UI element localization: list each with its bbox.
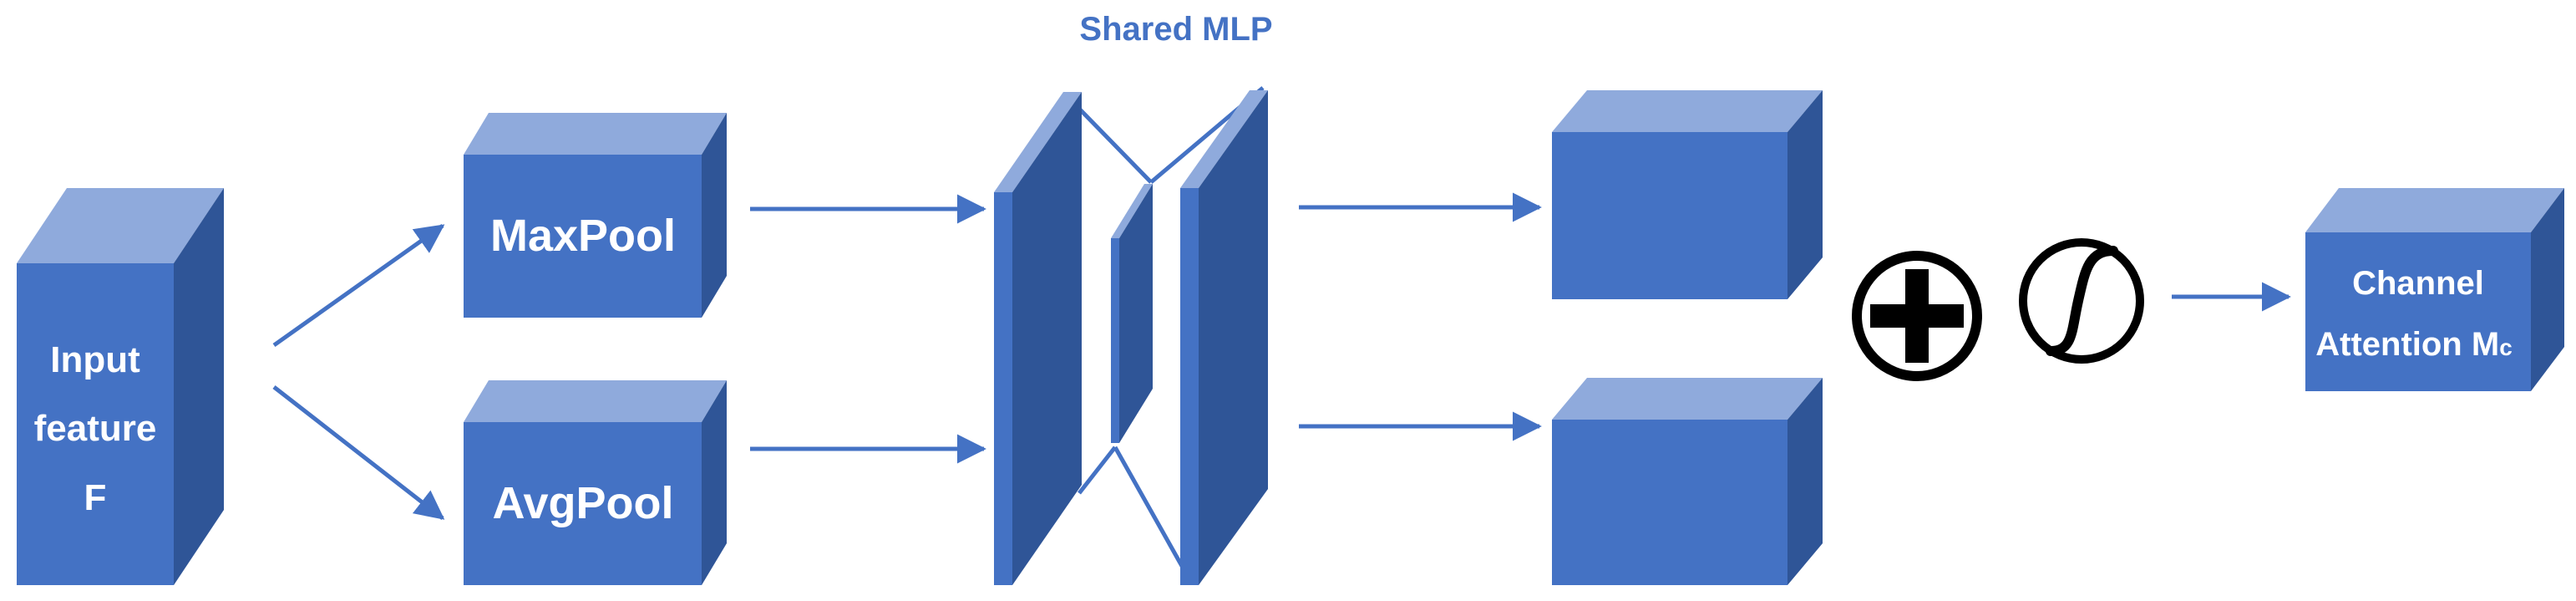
channel-attention-subscript: c — [2499, 334, 2513, 360]
mlp-layer-output-front — [1180, 188, 1199, 585]
channel-attention-block-front — [2305, 232, 2531, 391]
input-label-line-3: F — [84, 477, 107, 518]
arrow-input-to-maxpool — [272, 223, 445, 348]
mlp-layer-input-top — [994, 92, 1082, 192]
mlp-layer-hidden-front — [1111, 238, 1119, 443]
maxpool-block-front — [464, 155, 702, 318]
output-bottom-block — [1552, 378, 1823, 585]
output-bottom-block-side — [1787, 378, 1823, 585]
output-top-block — [1552, 90, 1823, 299]
input-label-line-2: feature — [34, 408, 157, 449]
sigmoid-curve — [2046, 246, 2118, 356]
channel-attention-label-line-2: Attention Mc — [2315, 326, 2513, 363]
mlp-layer-hidden-side — [1119, 184, 1153, 443]
mlp-layer-output-side — [1199, 90, 1268, 585]
mlp-layer-output — [1180, 90, 1268, 585]
shared-mlp-title: Shared MLP — [1079, 11, 1272, 48]
mlp-layer-input-front — [994, 192, 1012, 585]
channel-attention-block-top — [2305, 188, 2564, 232]
input-block-side — [174, 188, 224, 585]
channel-attention-label-line-1: Channel — [2352, 265, 2484, 302]
mlp-connection-4 — [1113, 446, 1193, 583]
input-block-front — [17, 263, 174, 585]
input-block-top — [17, 188, 224, 263]
channel-attention-block-side — [2531, 188, 2564, 391]
output-top-block-side — [1787, 90, 1823, 299]
maxpool-block-top — [464, 113, 727, 155]
avgpool-label: AvgPool — [492, 478, 673, 528]
output-bottom-block-front — [1552, 420, 1787, 585]
avgpool-block-front — [464, 422, 702, 585]
sigmoid-icon — [2019, 238, 2144, 364]
arrow-input-to-avgpool — [272, 385, 445, 520]
maxpool-block: MaxPool — [464, 113, 727, 318]
maxpool-block-side — [702, 113, 727, 318]
output-top-block-front — [1552, 132, 1787, 299]
input-label-line-1: Input — [50, 339, 140, 380]
mlp-layer-input — [994, 92, 1082, 585]
avgpool-block-side — [702, 380, 727, 585]
mlp-connection-1 — [1078, 107, 1153, 184]
mlp-layer-input-side — [1012, 92, 1082, 585]
maxpool-label: MaxPool — [490, 211, 676, 261]
channel-attention-block: Channel Attention Mc — [2305, 188, 2564, 391]
output-bottom-block-top — [1552, 378, 1823, 420]
output-top-block-top — [1552, 90, 1823, 132]
avgpool-block-top — [464, 380, 727, 422]
avgpool-block: AvgPool — [464, 380, 727, 585]
mlp-layer-hidden-top — [1111, 184, 1153, 238]
plus-circle-icon — [1852, 251, 1982, 381]
channel-attention-label-text: Attention M — [2315, 326, 2499, 363]
input-feature-block: Input feature F — [17, 188, 224, 585]
mlp-connection-3 — [1078, 446, 1117, 495]
mlp-layer-output-top — [1180, 90, 1268, 188]
plus-horizontal-bar — [1870, 304, 1964, 328]
mlp-layer-hidden — [1111, 184, 1153, 443]
